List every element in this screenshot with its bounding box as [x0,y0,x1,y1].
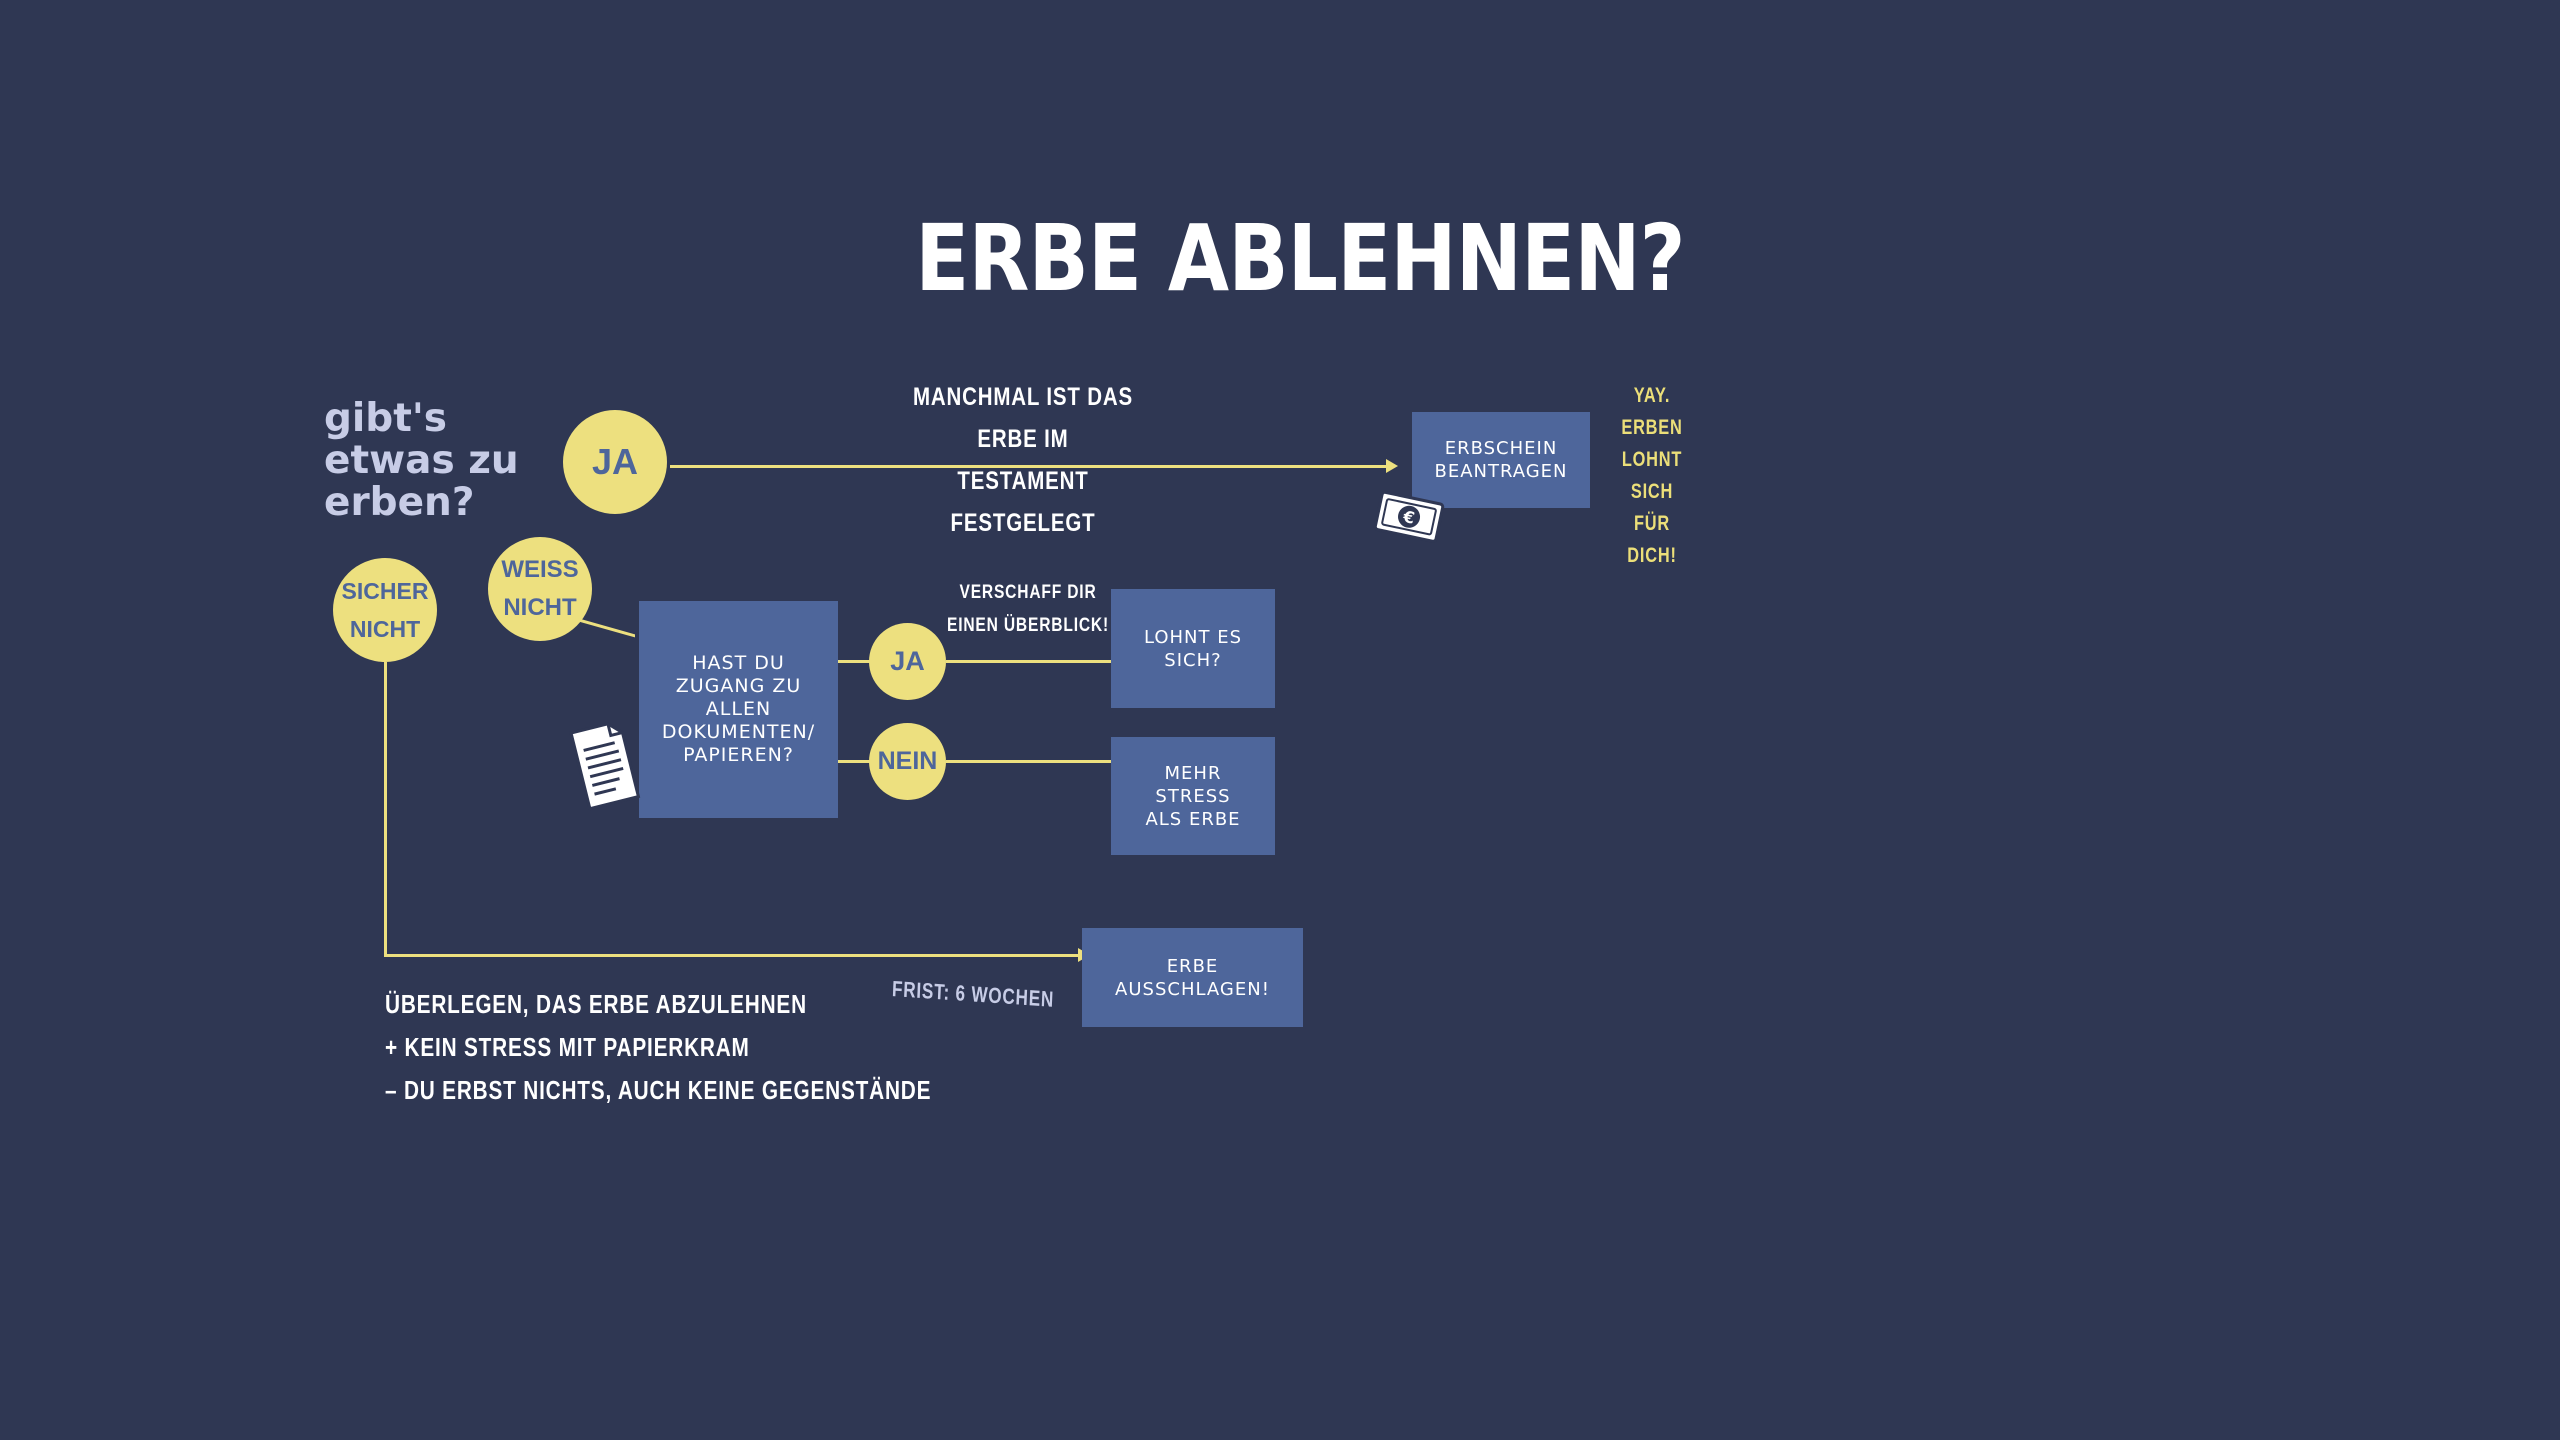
answer-nein-docs-label: NEIN [877,747,938,775]
note-line: ÜBERLEGEN, DAS ERBE ABZULEHNEN [385,989,807,1019]
box-erbschein-beantragen: ERBSCHEIN BEANTRAGEN [1412,412,1590,508]
connector-nein-stress [946,760,1111,763]
answer-nein-docs: NEIN [869,723,946,800]
label-manchmal: MANCHMAL IST DAS ERBE IM TESTAMENT FESTG… [912,383,1134,537]
notes-list: ÜBERLEGEN, DAS ERBE ABZULEHNEN + KEIN ST… [385,983,932,1112]
box-lohnt-label: LOHNT ES SICH? [1143,626,1243,671]
answer-ja-docs-label: JA [890,646,925,676]
answer-weiss-nicht: WEISS NICHT [488,537,592,641]
connector-weiss-zugang [574,615,640,645]
box-erbschein-label: ERBSCHEIN BEANTRAGEN [1434,438,1568,482]
connector-zugang-nein [838,760,872,763]
document-icon [566,716,642,816]
question-text: gibt's etwas zu erben? [324,396,519,525]
box-lohnt-es-sich: LOHNT ES SICH? [1111,589,1275,708]
answer-sicher-nicht: SICHER NICHT [333,558,437,662]
box-zugang-dokumente: HAST DU ZUGANG ZU ALLEN DOKUMENTEN/ PAPI… [639,601,838,818]
label-verschaff: VERSCHAFF DIR EINEN ÜBERBLICK! [946,582,1110,636]
answer-sicher-nicht-label: SICHER NICHT [341,578,429,642]
box-erbe-ausschlagen: ERBE AUSSCHLAGEN! [1082,928,1303,1027]
answer-weiss-nicht-label: WEISS NICHT [501,556,579,621]
money-icon: € [1372,488,1448,546]
svg-text:€: € [1401,507,1417,528]
connector-zugang-ja [838,660,872,663]
box-zugang-label: HAST DU ZUGANG ZU ALLEN DOKUMENTEN/ PAPI… [661,652,816,766]
answer-ja-top: JA [563,410,667,514]
connector-sicher-down [384,662,387,957]
label-yay: YAY. ERBEN LOHNT SICH FÜR DICH! [1621,384,1683,567]
page-title: ERBE ABLEHNEN? [915,205,1685,312]
label-frist: FRIST: 6 WOCHEN [891,976,1055,1012]
connector-ja-lohnt [946,660,1111,663]
answer-ja-top-label: JA [591,441,639,482]
box-stress-label: MEHR STRESS ALS ERBE [1145,762,1241,830]
note-line: + KEIN STRESS MIT PAPIERKRAM [385,1032,750,1062]
arrowhead-erbschein [1386,459,1398,473]
connector-ja-erbschein [670,465,1388,468]
note-line: – DU ERBST NICHTS, AUCH KEINE GEGENSTÄND… [385,1075,932,1105]
box-mehr-stress: MEHR STRESS ALS ERBE [1111,737,1275,855]
connector-sicher-ausschlagen [384,954,1080,957]
box-ausschlagen-label: ERBE AUSSCHLAGEN! [1115,955,1270,1000]
answer-ja-docs: JA [869,623,946,700]
